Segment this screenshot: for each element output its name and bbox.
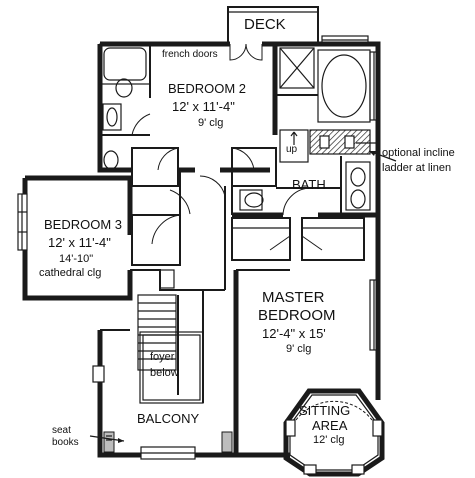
books-label: books bbox=[52, 437, 79, 448]
bath-label: BATH bbox=[292, 177, 326, 192]
bedroom-2-bath bbox=[99, 43, 151, 170]
bedroom-3-walls bbox=[17, 175, 191, 301]
bedroom-2-name: BEDROOM 2 bbox=[168, 81, 247, 96]
master-bath bbox=[231, 35, 381, 218]
seat-label: seat bbox=[52, 425, 71, 436]
master-bedroom-walls bbox=[233, 215, 381, 458]
bedroom-2-size: 12' x 11'-4" bbox=[172, 99, 235, 114]
hallway bbox=[179, 170, 226, 290]
bedroom-2-ceiling: 9' clg bbox=[198, 117, 224, 129]
balcony-label: BALCONY bbox=[137, 411, 200, 426]
sitting-area-bay bbox=[283, 388, 385, 477]
sitting-area-line1: SITTING bbox=[299, 403, 351, 418]
foyer-label-line1: foyer bbox=[150, 351, 175, 363]
stair-up-label: up bbox=[286, 144, 298, 155]
master-name-line2: BEDROOM bbox=[258, 307, 336, 324]
bedroom-2-closets bbox=[131, 147, 277, 187]
master-closets bbox=[231, 217, 365, 261]
sitting-area-ceiling: 12' clg bbox=[313, 434, 345, 446]
bedroom-3-ceiling-height: 14'-10" bbox=[59, 253, 94, 265]
ladder-note-line2: ladder at linen bbox=[382, 162, 452, 174]
master-name-line1: MASTER bbox=[262, 289, 325, 306]
bedroom-3-name: BEDROOM 3 bbox=[44, 217, 123, 232]
ladder-note-line1: optional incline bbox=[382, 147, 455, 159]
sitting-area-line2: AREA bbox=[312, 418, 348, 433]
bedroom-3-ceiling-type: cathedral clg bbox=[39, 267, 102, 279]
master-ceiling: 9' clg bbox=[286, 343, 312, 355]
bedroom-3-size: 12' x 11'-4" bbox=[48, 235, 111, 250]
deck-label: DECK bbox=[244, 16, 286, 33]
foyer-opening bbox=[139, 290, 204, 404]
annotation-leaders bbox=[89, 150, 397, 443]
foyer-label-line2: below bbox=[150, 367, 179, 379]
master-size: 12'-4" x 15' bbox=[262, 326, 326, 341]
balcony-walls bbox=[92, 329, 236, 460]
french-doors-label: french doors bbox=[162, 49, 218, 60]
